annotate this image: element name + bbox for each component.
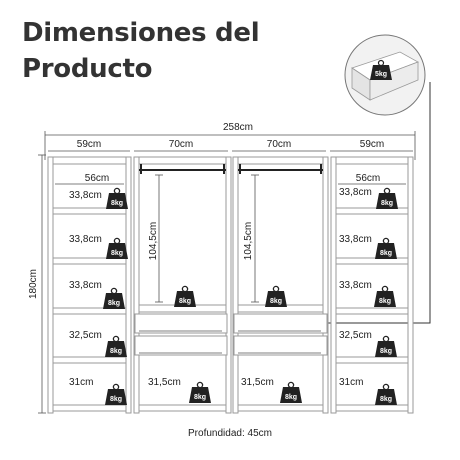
- weight-icon-center-right-lower: 8kg: [280, 381, 302, 403]
- svg-text:8kg: 8kg: [179, 298, 191, 305]
- total-width-label: 258cm: [223, 122, 253, 133]
- module-2-width-label: 70cm: [169, 139, 193, 150]
- hanging-rods: [139, 164, 323, 174]
- drawer-detail-inset: 5kg: [344, 34, 426, 116]
- svg-text:8kg: 8kg: [380, 396, 392, 403]
- center-right-bottom-gap-label: 31,5cm: [241, 377, 274, 388]
- drawer-handles: [139, 330, 321, 354]
- svg-text:8kg: 8kg: [111, 250, 123, 257]
- right-shelf-gap-3-label: 33,8cm: [339, 280, 372, 291]
- page-title-line-1: Dimensiones del: [22, 18, 260, 48]
- height-label: 180cm: [28, 269, 39, 299]
- svg-text:8kg: 8kg: [110, 348, 122, 355]
- drawer-leader-line: [326, 82, 431, 324]
- inner-width-right-label: 56cm: [356, 173, 380, 184]
- svg-text:8kg: 8kg: [108, 300, 120, 307]
- module-width-dimensions: 59cm 70cm 70cm 59cm: [48, 139, 413, 152]
- drawer-weight-label: 5kg: [375, 71, 387, 78]
- weight-icon-right-4: 8kg: [375, 335, 397, 357]
- right-shelf-gap-5-label: 31cm: [339, 377, 363, 388]
- weight-icon-left-4: 8kg: [105, 335, 127, 357]
- left-shelf-gap-5-label: 31cm: [69, 377, 93, 388]
- weight-5kg-icon: 5kg: [370, 59, 392, 80]
- svg-text:8kg: 8kg: [285, 394, 297, 401]
- height-dimension: 180cm: [28, 154, 46, 414]
- hanging-height-left-label: 104,5cm: [148, 222, 159, 260]
- right-shelf-gap-2-label: 33,8cm: [339, 234, 372, 245]
- svg-text:8kg: 8kg: [194, 394, 206, 401]
- center-left-bottom-gap-label: 31,5cm: [148, 377, 181, 388]
- right-shelf-gap-4-label: 32,5cm: [339, 330, 372, 341]
- svg-text:8kg: 8kg: [381, 200, 393, 207]
- module-4-width-label: 59cm: [360, 139, 384, 150]
- left-shelf-gap-3-label: 33,8cm: [69, 280, 102, 291]
- left-shelf-gap-2-label: 33,8cm: [69, 234, 102, 245]
- module-3-width-label: 70cm: [267, 139, 291, 150]
- weight-icon-right-2: 8kg: [375, 237, 397, 259]
- left-shelf-gap-4-label: 32,5cm: [69, 330, 102, 341]
- svg-text:8kg: 8kg: [380, 348, 392, 355]
- right-shelf-gap-1-label: 33,8cm: [339, 187, 372, 198]
- weight-icon-left-5: 8kg: [105, 383, 127, 405]
- weight-icon-right-5: 8kg: [375, 383, 397, 405]
- weight-icon-right-3: 8kg: [374, 285, 396, 307]
- weight-icon-center-left-upper: 8kg: [174, 285, 196, 307]
- svg-text:8kg: 8kg: [110, 396, 122, 403]
- weight-icon-left-3: 8kg: [103, 287, 125, 309]
- weight-icon-left-2: 8kg: [106, 237, 128, 259]
- total-width-dimension: 258cm: [44, 122, 416, 160]
- weight-icon-left-1: 8kg: [106, 187, 128, 209]
- module-1-width-label: 59cm: [77, 139, 101, 150]
- weight-icon-center-left-lower: 8kg: [189, 381, 211, 403]
- shelving-unit: [47, 156, 414, 414]
- svg-text:8kg: 8kg: [380, 250, 392, 257]
- svg-text:8kg: 8kg: [111, 200, 123, 207]
- hanging-height-dimensions: [155, 174, 259, 303]
- left-shelf-gap-1-label: 33,8cm: [69, 190, 102, 201]
- weight-icon-center-right-upper: 8kg: [265, 285, 287, 307]
- page-title-line-2: Producto: [22, 54, 153, 84]
- inner-width-left-label: 56cm: [85, 173, 109, 184]
- depth-label: Profundidad: 45cm: [188, 428, 272, 439]
- hanging-height-right-label: 104,5cm: [243, 222, 254, 260]
- svg-text:8kg: 8kg: [270, 298, 282, 305]
- weight-icon-right-1: 8kg: [376, 187, 398, 209]
- svg-text:8kg: 8kg: [379, 298, 391, 305]
